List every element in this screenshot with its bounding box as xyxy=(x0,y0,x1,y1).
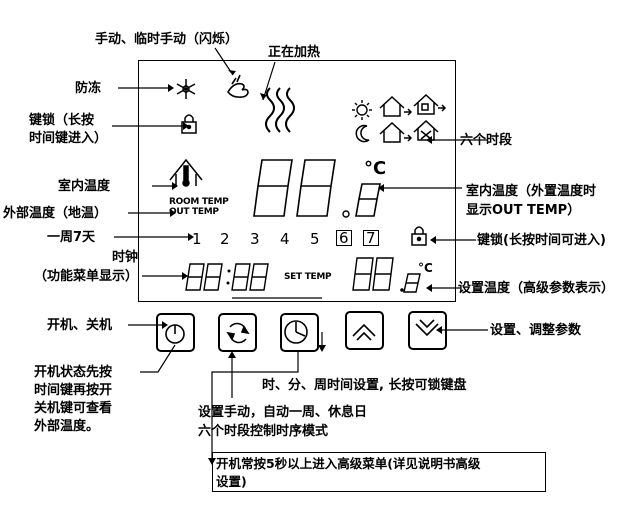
day-4: 4 xyxy=(280,230,290,248)
clock-icon xyxy=(284,320,308,344)
day-5: 5 xyxy=(310,230,320,248)
power-button[interactable] xyxy=(156,313,195,352)
day-6: 6 xyxy=(336,230,352,246)
label-keylock-2: 时间键进入） xyxy=(29,131,108,146)
advanced-note-box xyxy=(212,452,546,492)
up-arrow-icon xyxy=(352,323,376,341)
label-set-temp: 设置温度（高级参数表示） xyxy=(458,281,615,296)
up-button[interactable] xyxy=(345,311,384,350)
label-indoor-temp-1: 室内温度（外置温度时 xyxy=(466,184,597,199)
label-mode-2: 六个时段控制时序模式 xyxy=(198,424,329,439)
celsius-small: °C xyxy=(418,261,433,275)
label-power-state-2: 时间键再按开 xyxy=(34,383,113,398)
big-temp-digits xyxy=(253,159,381,217)
label-adjust: 设置、调整参数 xyxy=(490,323,582,338)
label-out-temp: 外部温度（地温） xyxy=(3,206,108,221)
set-temp-tag: SET TEMP xyxy=(284,272,332,282)
day-3: 3 xyxy=(250,230,260,248)
label-keylock-right: 键锁(长按时间可进入) xyxy=(477,233,606,248)
moon-icon xyxy=(355,119,439,143)
day-1: 1 xyxy=(192,230,202,248)
label-six-periods: 六个时段 xyxy=(460,133,513,148)
label-advanced-2: 设置) xyxy=(216,474,247,489)
set-temp-digits xyxy=(352,257,421,293)
label-power: 开机、关机 xyxy=(47,318,113,333)
house-icon xyxy=(379,93,447,117)
celsius-big: °C xyxy=(364,158,387,179)
mode-button[interactable] xyxy=(218,313,257,352)
label-advanced-1: 开机常按5秒以上进入高级菜单(详见说明书高级 xyxy=(216,456,481,471)
snowflake-icon xyxy=(176,79,196,99)
label-power-state-1: 开机状态先按 xyxy=(34,365,113,380)
down-button[interactable] xyxy=(408,311,447,350)
sun-icon xyxy=(352,100,372,120)
down-arrow-icon xyxy=(415,319,439,337)
padlock-icon xyxy=(181,114,197,134)
day-2: 2 xyxy=(220,230,230,248)
power-icon xyxy=(165,324,185,344)
clock-button[interactable] xyxy=(280,313,319,352)
label-mode-1: 设置手动，自动一周、休息日 xyxy=(198,405,368,420)
day-7: 7 xyxy=(363,230,379,246)
room-temp-tag: ROOM TEMP xyxy=(169,197,229,207)
clock-digits xyxy=(185,263,269,291)
label-power-state-4: 外部温度。 xyxy=(34,419,100,434)
label-week: 一周7天 xyxy=(47,230,96,245)
label-time-setting: 时、分、周时间设置, 长按可锁键盘 xyxy=(262,378,467,393)
label-clock-1: 时钟 xyxy=(112,250,139,265)
label-keylock-1: 键锁（长按 xyxy=(29,113,95,128)
label-power-state-3: 关机键可查看 xyxy=(34,401,113,416)
out-temp-tag: OUT TEMP xyxy=(169,207,219,217)
cycle-icon xyxy=(226,322,250,344)
label-manual: 手动、临时手动（闪烁） xyxy=(95,32,239,47)
label-heating: 正在加热 xyxy=(268,45,321,60)
label-indoor-temp-2: 显示OUT TEMP） xyxy=(466,203,581,218)
label-clock-2: （功能菜单显示） xyxy=(34,269,139,284)
lcd-frame xyxy=(138,60,456,302)
label-frost: 防冻 xyxy=(75,81,102,96)
house-thermometer-icon xyxy=(169,158,203,187)
heat-wave-icon xyxy=(265,87,295,133)
hand-icon xyxy=(227,74,249,98)
label-room-temp: 室内温度 xyxy=(58,179,111,194)
